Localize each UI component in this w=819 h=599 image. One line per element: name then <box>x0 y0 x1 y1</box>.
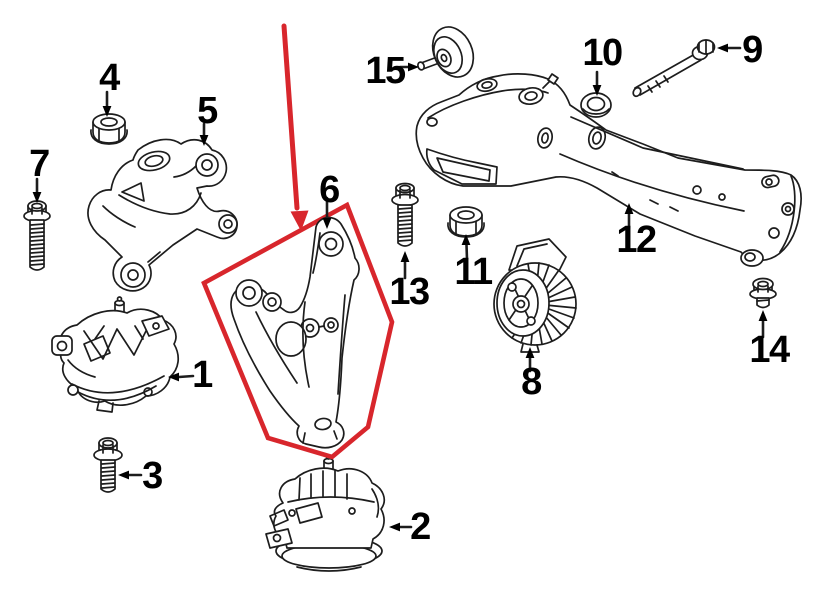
part-callout-11: 11 <box>454 251 493 293</box>
part-9-long-bolt-drawing <box>632 39 716 98</box>
callout-arrow-9 <box>717 43 742 53</box>
highlight-arrow-head <box>290 210 309 231</box>
part-11-flange-nut-drawing <box>447 206 485 238</box>
part-callout-7: 7 <box>29 143 50 185</box>
highlight-group <box>201 23 395 460</box>
part-callout-9: 9 <box>742 29 763 71</box>
part-3-bolt-drawing <box>93 437 123 493</box>
highlight-arrow-shaft <box>281 23 300 211</box>
callout-arrow-3 <box>118 470 143 480</box>
callout-arrow-14 <box>758 310 768 339</box>
part-callout-2: 2 <box>410 506 431 548</box>
part-6-support-bracket-drawing <box>230 216 360 449</box>
part-callout-12: 12 <box>616 219 657 261</box>
callout-arrow-11 <box>461 234 471 261</box>
part-callout-3: 3 <box>142 455 163 497</box>
callout-arrow-15 <box>398 62 419 72</box>
part-callout-14: 14 <box>749 329 790 371</box>
part-15-stud-washer-drawing <box>417 26 475 78</box>
part-callout-1: 1 <box>192 354 213 396</box>
callout-arrow-7 <box>32 177 42 203</box>
part-2-engine-mount-drawing <box>265 454 385 572</box>
callout-arrow-8 <box>525 347 535 373</box>
callout-arrow-10 <box>592 70 602 96</box>
part-callout-6: 6 <box>319 169 340 211</box>
part-13-bolt-drawing <box>391 182 419 247</box>
part-callout-5: 5 <box>197 90 218 132</box>
part-7-bolt-drawing <box>23 200 51 271</box>
callout-arrow-12 <box>624 203 634 230</box>
art-layer <box>23 23 802 572</box>
part-8-transmission-mount-drawing <box>493 238 577 353</box>
part-5-support-bracket-drawing <box>87 138 238 292</box>
highlight-outline <box>201 201 395 460</box>
callout-arrows <box>32 43 768 532</box>
callout-arrow-2 <box>389 522 413 532</box>
part-callout-15: 15 <box>365 50 406 92</box>
callout-arrow-13 <box>400 251 410 280</box>
part-10-grommet-drawing <box>580 92 612 118</box>
part-callout-8: 8 <box>521 361 542 403</box>
part-1-engine-mount-drawing <box>51 296 180 413</box>
part-4-flange-nut-drawing <box>90 113 128 145</box>
part-callout-4: 4 <box>99 57 120 99</box>
callout-arrow-4 <box>102 90 112 117</box>
part-callout-10: 10 <box>582 32 623 74</box>
callout-arrow-1 <box>168 372 195 382</box>
callout-arrow-5 <box>199 122 209 146</box>
part-14-screw-drawing <box>749 277 777 309</box>
callout-arrow-6 <box>322 196 332 229</box>
part-callout-13: 13 <box>389 271 430 313</box>
part-12-crossmember-drawing <box>415 73 802 267</box>
